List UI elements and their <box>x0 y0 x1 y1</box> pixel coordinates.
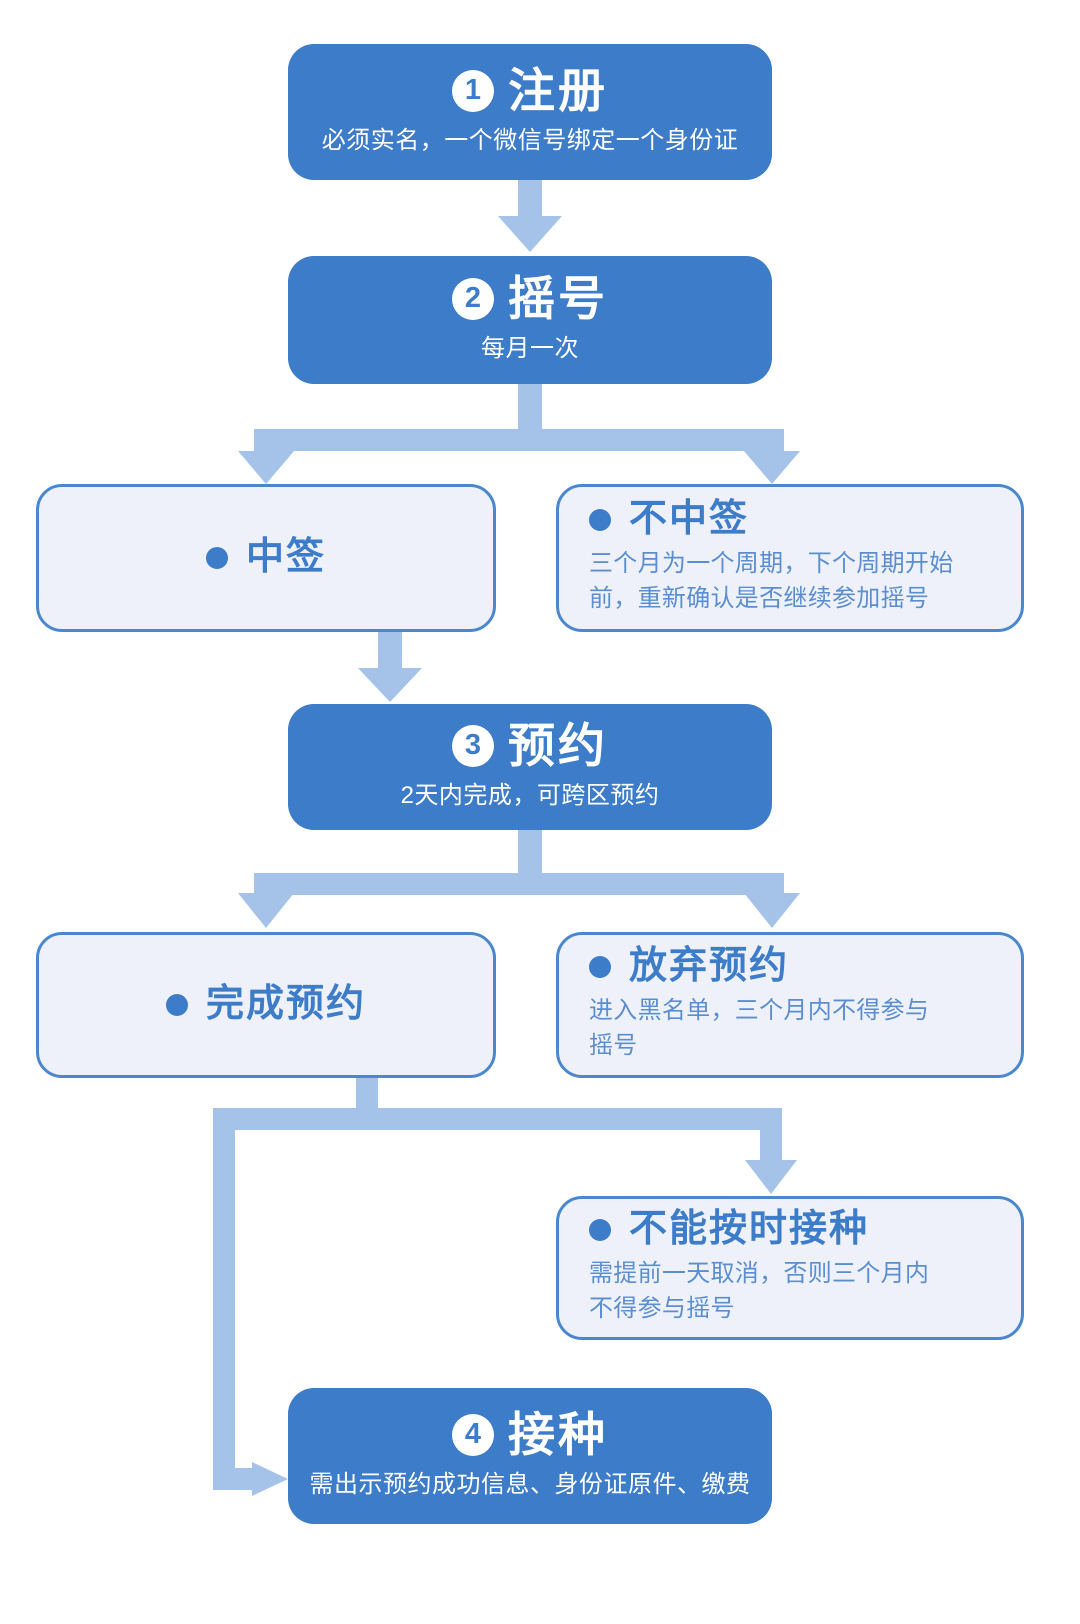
node-appointment-desc: 2天内完成，可跨区预约 <box>400 782 660 810</box>
node-register-title: 注册 <box>508 64 608 118</box>
step-number-badge: 1 <box>452 69 494 112</box>
node-appointment-abandoned[interactable]: 放弃预约 进入黑名单，三个月内不得参与 摇号 <box>556 932 1024 1078</box>
node-vaccination-title: 接种 <box>508 1408 608 1462</box>
node-lottery-title-row: 2 摇号 <box>452 274 608 323</box>
node-vaccination-desc: 需出示预约成功信息、身份证原件、缴费 <box>309 1471 751 1499</box>
node-cannot-attend-desc-line2: 不得参与摇号 <box>589 1294 735 1322</box>
node-not-won-head-row: 不中签 <box>589 498 995 541</box>
node-appointment-done-title: 完成预约 <box>205 983 366 1026</box>
node-appointment-done-head-row: 完成预约 <box>165 983 366 1026</box>
node-not-won-desc-line1: 三个月为一个周期，下个周期开始 <box>589 550 954 578</box>
bullet-icon <box>589 1219 611 1242</box>
node-lottery-desc: 每月一次 <box>481 335 579 363</box>
bullet-icon <box>589 956 611 979</box>
bullet-icon <box>165 993 188 1016</box>
node-appointment-title: 预约 <box>508 719 608 773</box>
bullet-icon <box>589 509 611 532</box>
node-won[interactable]: 中签 <box>36 484 496 632</box>
node-cannot-attend-desc-line1: 需提前一天取消，否则三个月内 <box>589 1260 930 1288</box>
node-appointment[interactable]: 3 预约 2天内完成，可跨区预约 <box>288 704 772 830</box>
connector-register-to-lottery <box>498 178 562 252</box>
bullet-icon <box>205 546 228 569</box>
node-appointment-abandoned-title: 放弃预约 <box>629 945 790 988</box>
node-register[interactable]: 1 注册 必须实名，一个微信号绑定一个身份证 <box>288 44 772 180</box>
node-appointment-done[interactable]: 完成预约 <box>36 932 496 1078</box>
node-appointment-abandoned-desc-line1: 进入黑名单，三个月内不得参与 <box>589 997 930 1025</box>
node-not-won[interactable]: 不中签 三个月为一个周期，下个周期开始 前，重新确认是否继续参加摇号 <box>556 484 1024 632</box>
step-number-badge: 4 <box>452 1413 494 1456</box>
node-register-title-row: 1 注册 <box>452 66 608 115</box>
node-lottery-title: 摇号 <box>508 272 608 326</box>
connector-won-to-appointment <box>358 632 422 702</box>
node-won-title: 中签 <box>245 536 326 579</box>
node-appointment-abandoned-desc-line2: 摇号 <box>589 1031 638 1059</box>
node-cannot-attend-title: 不能按时接种 <box>629 1208 870 1251</box>
node-cannot-attend[interactable]: 不能按时接种 需提前一天取消，否则三个月内 不得参与摇号 <box>556 1196 1024 1340</box>
node-not-won-desc-line2: 前，重新确认是否继续参加摇号 <box>589 584 930 612</box>
node-appointment-title-row: 3 预约 <box>452 721 608 770</box>
node-register-desc: 必须实名，一个微信号绑定一个身份证 <box>321 127 739 155</box>
node-won-head-row: 中签 <box>205 536 326 579</box>
node-vaccination[interactable]: 4 接种 需出示预约成功信息、身份证原件、缴费 <box>288 1388 772 1524</box>
node-appointment-abandoned-head-row: 放弃预约 <box>589 945 995 988</box>
connector-appointment-split <box>238 829 800 928</box>
node-not-won-title: 不中签 <box>629 498 750 541</box>
connector-lottery-split <box>238 383 800 484</box>
node-cannot-attend-head-row: 不能按时接种 <box>589 1208 995 1251</box>
step-number-badge: 2 <box>452 277 494 320</box>
node-vaccination-title-row: 4 接种 <box>452 1410 608 1459</box>
step-number-badge: 3 <box>452 724 494 767</box>
node-lottery[interactable]: 2 摇号 每月一次 <box>288 256 772 384</box>
